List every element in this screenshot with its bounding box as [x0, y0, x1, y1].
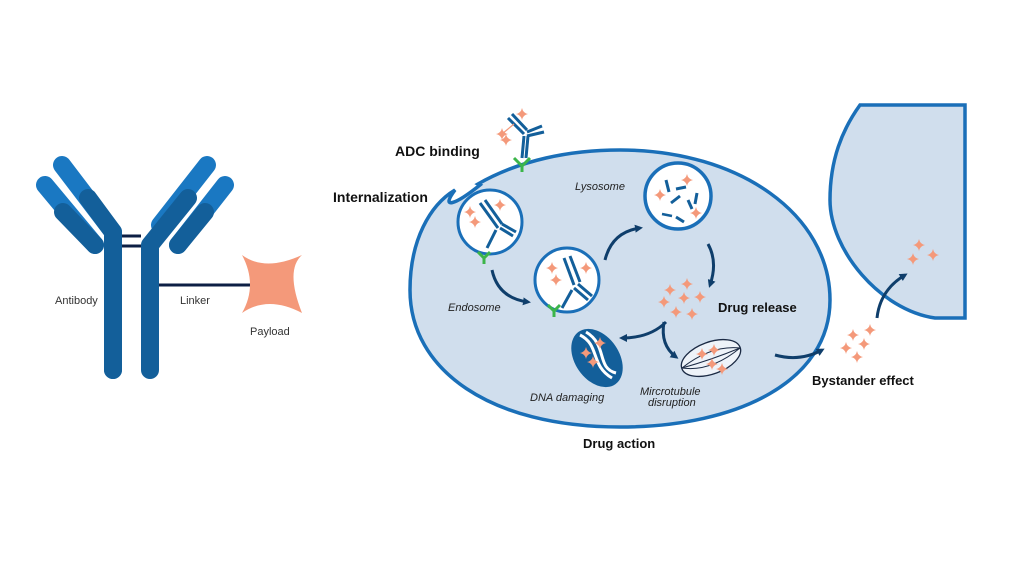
adc-binding-antibody-icon [496, 108, 545, 159]
internalization-label: Internalization [333, 189, 428, 205]
payload-star-icon [242, 255, 302, 313]
dna-damage-icon [571, 328, 623, 388]
bystander-effect-label: Bystander effect [812, 373, 915, 388]
arrow-to-neighbor-cell [875, 273, 908, 319]
receptor-icon [476, 250, 492, 264]
arrow-to-endosome [490, 269, 531, 306]
drug-release-label: Drug release [718, 300, 797, 315]
arrow-to-bystander [774, 348, 825, 360]
payload-label: Payload [250, 326, 290, 338]
antibody-heavy-chain-right [141, 189, 197, 379]
lysosome-label: Lysosome [575, 181, 625, 193]
process-arrows [490, 224, 908, 360]
arrow-to-lysosome [603, 224, 643, 261]
dna-damaging-label: DNA damaging [530, 392, 605, 404]
arrow-to-drug-release [706, 243, 716, 288]
endosome-internalizing [456, 188, 524, 264]
drug-action-label: Drug action [583, 436, 655, 451]
microtubule-label-line1: Mircrotubule [640, 386, 701, 398]
adc-binding-label: ADC binding [395, 143, 480, 159]
antibody-light-chain-left-constant [54, 203, 104, 254]
endosome-label: Endosome [448, 302, 501, 314]
antibody-light-chain-right-constant [169, 203, 214, 254]
receptor-icon [546, 303, 562, 317]
neighbor-cell [828, 103, 967, 320]
arrow-to-microtubule [661, 321, 679, 359]
endosome [533, 246, 601, 317]
receptor-icon [512, 156, 532, 172]
microtubule-label-line2: disruption [648, 397, 696, 409]
antibody-structure [36, 156, 302, 379]
linker-label: Linker [180, 295, 210, 307]
microtubule-spindle-icon [680, 338, 742, 378]
lysosome [643, 161, 713, 231]
antibody-label: Antibody [55, 295, 98, 307]
